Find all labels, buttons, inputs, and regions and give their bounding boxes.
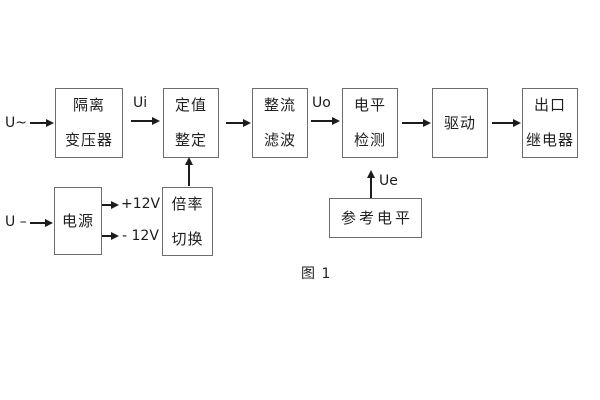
arrow-detection-to-driver	[402, 119, 431, 126]
block-label-line: 倍率	[171, 194, 204, 213]
label-ui: Ui	[133, 95, 148, 111]
block-isolation-transformer: 隔离 变压器	[55, 88, 123, 158]
block-label-line: 参考电平	[340, 208, 413, 227]
arrow-minus-12v	[102, 232, 119, 239]
arrow-ac-input	[30, 119, 54, 126]
figure-caption: 图 1	[301, 266, 332, 282]
block-label-line: 滤波	[263, 131, 296, 149]
label-dc-input: U –	[5, 214, 27, 230]
label-ue: Ue	[379, 173, 398, 189]
block-reference-level: 参考电平	[329, 198, 422, 238]
block-label-line: 驱动	[443, 113, 476, 132]
block-label-line: 隔离	[72, 96, 105, 114]
arrow-uo	[311, 117, 340, 124]
arrow-ue	[367, 170, 374, 198]
block-rectifier-filter: 整流 滤波	[252, 88, 308, 158]
arrow-ui	[131, 117, 160, 124]
block-power-supply: 电源	[54, 187, 102, 255]
label-uo: Uo	[312, 95, 331, 111]
block-setting-adjustment: 定值 整定	[163, 88, 219, 158]
label-minus-12v: - 12V	[122, 228, 159, 244]
block-level-detection: 电平 检测	[342, 88, 398, 158]
block-driver: 驱动	[432, 88, 488, 158]
label-ac-input: U~	[5, 115, 27, 131]
block-label-line: 变压器	[64, 131, 113, 149]
block-output-relay: 出口 继电器	[522, 88, 578, 158]
block-label-line: 切换	[171, 229, 204, 248]
arrow-setting-to-rectifier	[226, 119, 251, 126]
block-label-line: 整定	[174, 131, 207, 149]
block-label-line: 检测	[353, 131, 386, 149]
block-label-line: 整流	[263, 96, 296, 114]
arrow-dc-input	[30, 219, 53, 226]
label-plus-12v: +12V	[121, 196, 161, 212]
block-label-line: 电源	[61, 211, 94, 230]
block-label-line: 继电器	[525, 131, 574, 149]
arrow-ratio-to-setting	[185, 157, 192, 186]
block-ratio-switching: 倍率 切换	[162, 187, 213, 256]
arrow-driver-to-relay	[492, 119, 521, 126]
block-label-line: 出口	[533, 96, 566, 114]
block-label-line: 定值	[174, 96, 207, 114]
block-label-line: 电平	[353, 96, 386, 114]
arrow-plus-12v	[102, 201, 119, 208]
